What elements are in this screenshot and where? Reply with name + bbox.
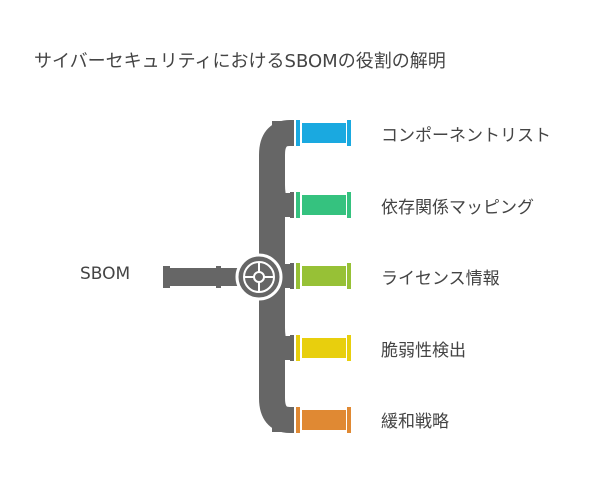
connector-flange-1 <box>290 192 294 218</box>
output-connectors <box>290 120 351 433</box>
page-title: サイバーセキュリティにおけるSBOMの役割の解明 <box>34 51 446 72</box>
output-label-mitigation-strategy: 緩和戦略 <box>381 412 449 432</box>
connector-body-2 <box>302 266 346 286</box>
connector-ring-4 <box>296 407 300 433</box>
output-label-component-list: コンポーネントリスト <box>381 126 551 146</box>
pipe-stub-4 <box>272 408 292 432</box>
connector-cap-1 <box>347 192 351 218</box>
output-label-dependency-mapping: 依存関係マッピング <box>381 198 534 218</box>
pipe-stub-3 <box>272 336 292 360</box>
connector-flange-2 <box>290 263 294 289</box>
connector-body-0 <box>302 123 346 143</box>
valve-icon <box>235 253 283 301</box>
connector-flange-3 <box>290 335 294 361</box>
connector-body-1 <box>302 195 346 215</box>
connector-body-3 <box>302 338 346 358</box>
connector-ring-2 <box>296 263 300 289</box>
connector-cap-0 <box>347 120 351 146</box>
pipe-stub-1 <box>272 193 292 217</box>
connector-cap-3 <box>347 335 351 361</box>
input-pipe-body <box>170 268 216 286</box>
connector-ring-0 <box>296 120 300 146</box>
connector-cap-4 <box>347 407 351 433</box>
connector-ring-1 <box>296 192 300 218</box>
output-label-license-info: ライセンス情報 <box>381 269 500 289</box>
connector-ring-3 <box>296 335 300 361</box>
pipe-stub-0 <box>272 121 292 145</box>
output-label-vulnerability-detection: 脆弱性検出 <box>381 341 466 361</box>
connector-flange-0 <box>290 120 294 146</box>
connector-cap-2 <box>347 263 351 289</box>
input-pipe-flange <box>216 266 221 288</box>
connector-flange-4 <box>290 407 294 433</box>
input-label: SBOM <box>80 264 131 284</box>
connector-body-4 <box>302 410 346 430</box>
input-pipe-cap <box>163 266 170 288</box>
valve-right-flange <box>282 266 287 288</box>
